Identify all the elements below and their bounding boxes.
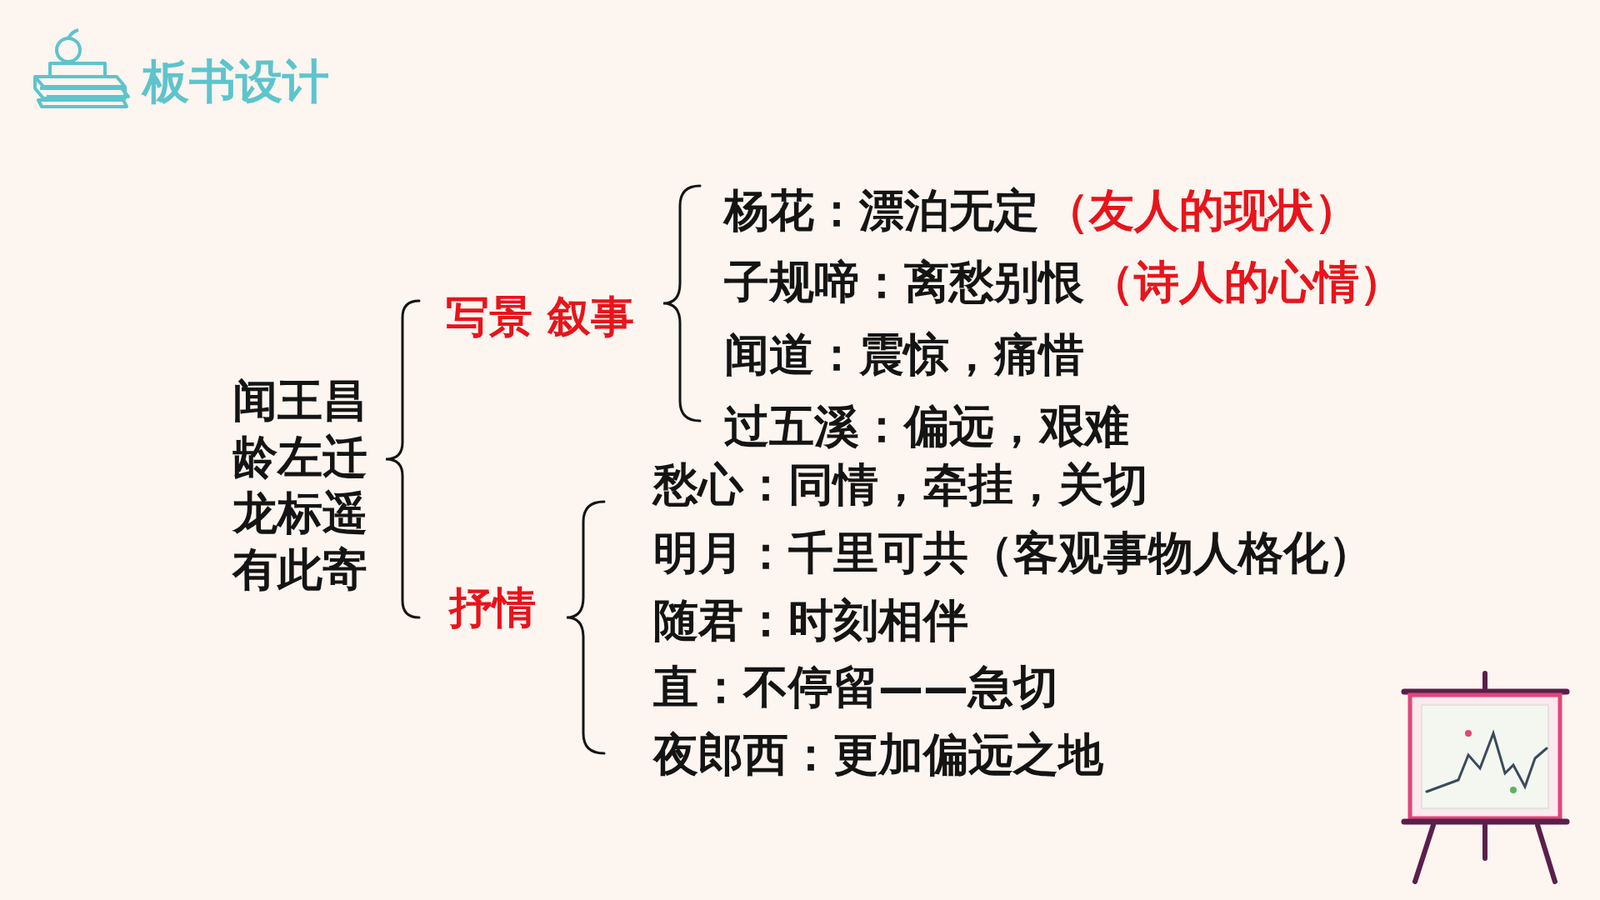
item-text: 随君：时刻相伴	[653, 594, 969, 649]
scene-bracket	[663, 185, 700, 421]
item-text: 闻道：震惊，痛惜	[724, 328, 1085, 383]
easel-icon	[1404, 673, 1567, 882]
branch-heading: 写景 叙事	[445, 290, 635, 343]
curly-brackets	[385, 185, 700, 754]
poem-title: 闻王昌龄左迁龙标遥有此寄	[232, 372, 370, 598]
emotion-bracket	[566, 501, 605, 754]
item-text: 明月：千里可共（客观事物人格化）	[653, 526, 1374, 581]
item-text: 夜郎西：更加偏远之地	[653, 728, 1104, 783]
root-bracket	[385, 300, 420, 618]
item-text: 直：不停留——急切	[653, 660, 1059, 715]
board-title: 板书设计	[142, 53, 330, 110]
item-text: 愁心：同情，牵挂，关切	[653, 458, 1149, 513]
item-text: 杨花：漂泊无定	[724, 184, 1040, 239]
note-text: （友人的现状）	[1044, 184, 1360, 239]
item-text: 子规啼：离愁别恨	[724, 255, 1085, 310]
branch-heading: 抒情	[449, 581, 536, 634]
books-icon	[35, 30, 129, 107]
item-text: 过五溪：偏远，艰难	[724, 400, 1130, 455]
note-text: （诗人的心情）	[1089, 255, 1405, 310]
